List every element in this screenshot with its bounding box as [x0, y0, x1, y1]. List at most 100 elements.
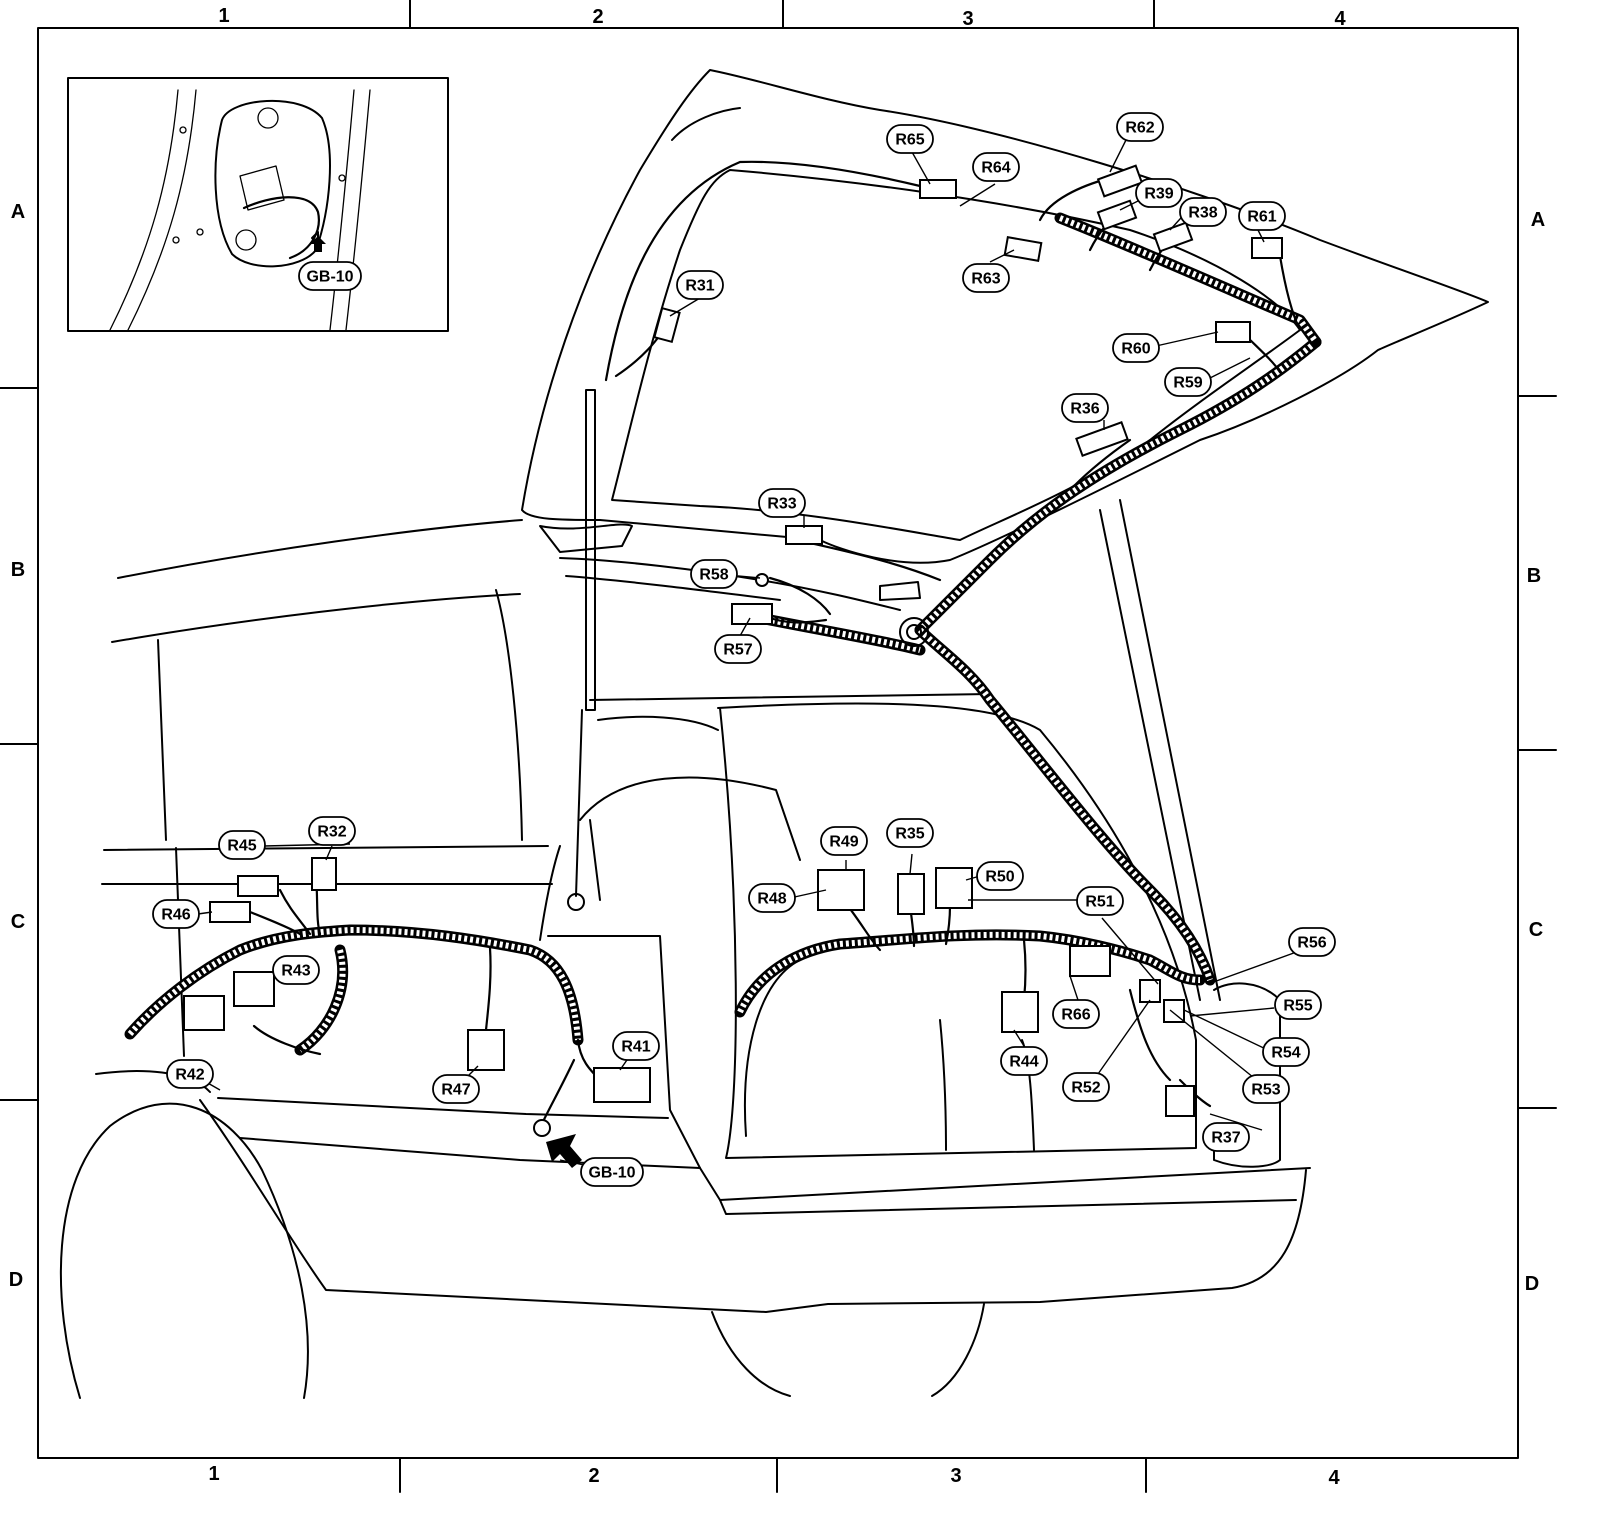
callout-oval — [886, 818, 934, 848]
connector-callout-label: R36 — [1070, 401, 1099, 418]
grid-row-label: A — [1531, 209, 1545, 231]
connector-callout-label: R53 — [1251, 1082, 1280, 1099]
callout-oval — [218, 830, 266, 860]
connector-callout-label: R44 — [1009, 1054, 1038, 1071]
connector-callout-label: R63 — [971, 271, 1000, 288]
callout-oval — [1202, 1122, 1250, 1152]
connector-callout-r46: R46 — [152, 899, 200, 929]
ground-arrow-icon — [310, 236, 326, 252]
connector-callout-label: R37 — [1211, 1130, 1240, 1147]
connector-callout-r44: R44 — [1000, 1046, 1048, 1076]
callout-oval — [580, 1157, 644, 1187]
connector-callout-r38: R38 — [1179, 197, 1227, 227]
connector-callout-r49: R49 — [820, 826, 868, 856]
callout-oval — [1262, 1037, 1310, 1067]
grid-row-label: C — [1529, 919, 1543, 941]
connector-callout-r55: R55 — [1274, 990, 1322, 1020]
connector-callout-r41: R41 — [612, 1031, 660, 1061]
callout-oval — [308, 816, 356, 846]
grid-row-label: D — [1525, 1273, 1539, 1295]
connector-callout-label: R48 — [757, 891, 786, 908]
callout-oval — [1274, 990, 1322, 1020]
connector-callout-r36: R36 — [1061, 393, 1109, 423]
connector-callout-label: R43 — [281, 963, 310, 980]
connector-callout-label: R38 — [1188, 205, 1217, 222]
ground-callout-label: GB-10 — [588, 1165, 635, 1182]
callout-oval — [432, 1074, 480, 1104]
grid-column-label: 4 — [1328, 1467, 1340, 1489]
inset-border — [67, 77, 449, 332]
callout-layer: R31R32R33R35R36R37R38R39R41R42R43R44R45R… — [152, 112, 1336, 1187]
callout-oval — [886, 124, 934, 154]
callout-oval — [1116, 112, 1164, 142]
callout-oval — [1288, 927, 1336, 957]
callout-oval — [1135, 178, 1183, 208]
grid-column-label: 1 — [218, 5, 229, 27]
connector-callout-r54: R54 — [1262, 1037, 1310, 1067]
grid-column-label: 2 — [588, 1465, 599, 1487]
connector-callout-r51: R51 — [1076, 886, 1124, 916]
connector-callout-r57: R57 — [714, 634, 762, 664]
connector-callout-r32: R32 — [308, 816, 356, 846]
connector-callout-label: R59 — [1173, 375, 1202, 392]
connector-callout-label: R57 — [723, 642, 752, 659]
grid-column-label: 1 — [208, 1463, 219, 1485]
callout-oval — [1076, 886, 1124, 916]
connector-callout-label: R60 — [1121, 341, 1150, 358]
harness-body-right — [734, 929, 1206, 1018]
callout-oval — [1000, 1046, 1048, 1076]
connector-callout-label: R55 — [1283, 998, 1312, 1015]
connector-callout-r37: R37 — [1202, 1122, 1250, 1152]
callout-oval — [1242, 1074, 1290, 1104]
connector-callout-r61: R61 — [1238, 201, 1286, 231]
ground-callout-gb-10-inset: GB-10 — [298, 261, 362, 291]
callout-oval — [690, 559, 738, 589]
connector-callout-r43: R43 — [272, 955, 320, 985]
grid-labels: 1 2 3 4 1 2 3 4 A B C D A B C D — [9, 5, 1545, 1489]
connector-callout-r64: R64 — [972, 152, 1020, 182]
connector-callout-r52: R52 — [1062, 1072, 1110, 1102]
connector-callout-label: R54 — [1271, 1045, 1300, 1062]
connector-callout-r59: R59 — [1164, 367, 1212, 397]
callout-oval — [714, 634, 762, 664]
callout-oval — [962, 263, 1010, 293]
connector-callout-label: R39 — [1144, 186, 1173, 203]
callout-oval — [272, 955, 320, 985]
gas-strut — [567, 389, 596, 911]
callout-oval — [1164, 367, 1212, 397]
connector-callout-label: R42 — [175, 1067, 204, 1084]
connector-callout-label: R56 — [1297, 935, 1326, 952]
ground-arrows — [310, 236, 582, 1168]
connector-callout-label: R45 — [227, 838, 256, 855]
connector-callout-label: R64 — [981, 160, 1010, 177]
grid-row-label: C — [11, 911, 25, 933]
inset-detail — [67, 77, 449, 332]
connector-callout-r39: R39 — [1135, 178, 1183, 208]
connector-callout-label: R32 — [317, 824, 346, 841]
grid-row-label: D — [9, 1269, 23, 1291]
connector-callout-label: R61 — [1247, 209, 1276, 226]
connector-callout-label: R58 — [699, 567, 728, 584]
connector-callout-r65: R65 — [886, 124, 934, 154]
connector-callout-label: R47 — [441, 1082, 470, 1099]
connector-callout-r42: R42 — [166, 1059, 214, 1089]
callout-oval — [1062, 1072, 1110, 1102]
connector-callout-label: R66 — [1061, 1007, 1090, 1024]
grid-column-label: 3 — [962, 8, 973, 30]
connector-callout-label: R31 — [685, 278, 714, 295]
harness-body-left — [124, 924, 584, 1056]
connector-callout-r47: R47 — [432, 1074, 480, 1104]
connector-callout-label: R50 — [985, 869, 1014, 886]
callout-oval — [820, 826, 868, 856]
connector-callout-r53: R53 — [1242, 1074, 1290, 1104]
callout-oval — [972, 152, 1020, 182]
callout-oval — [748, 883, 796, 913]
connector-callout-r48: R48 — [748, 883, 796, 913]
connector-callout-r45: R45 — [218, 830, 266, 860]
callout-oval — [1179, 197, 1227, 227]
diagram-border — [37, 27, 1519, 1459]
harness-gate — [754, 212, 1322, 986]
grid-row-label: B — [1527, 565, 1541, 587]
